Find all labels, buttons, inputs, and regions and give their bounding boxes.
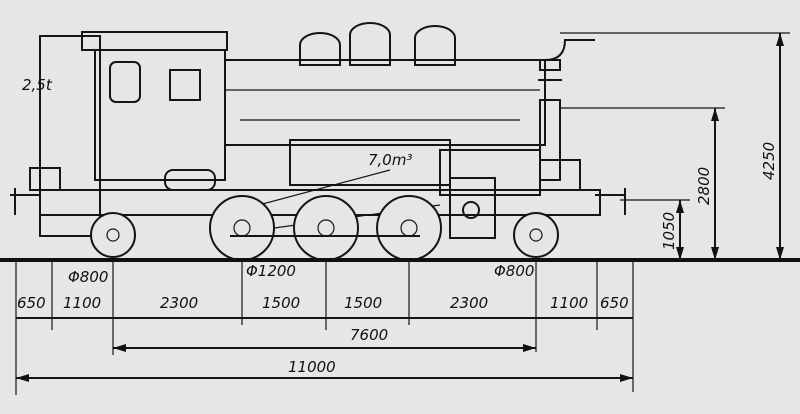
trailing-wheel xyxy=(513,212,559,258)
driving-wheel-1 xyxy=(209,195,275,261)
spacing-2: 1100 xyxy=(63,294,101,312)
spacing-1: 650 xyxy=(17,294,46,312)
driving-wheel-3 xyxy=(376,195,442,261)
spacing-8: 650 xyxy=(600,294,629,312)
buffer-height-dimension: 1050 xyxy=(660,212,678,250)
spacing-6: 2300 xyxy=(450,294,488,312)
driving-wheel-2 xyxy=(293,195,359,261)
spacing-7: 1100 xyxy=(550,294,588,312)
boiler-height-dimension: 2800 xyxy=(695,167,713,205)
leading-wheel-diameter: Φ800 xyxy=(68,268,108,286)
overall-height-dimension: 4250 xyxy=(760,142,778,180)
wheels xyxy=(90,195,559,261)
coal-capacity-label: 2,5t xyxy=(22,76,53,94)
leading-wheel xyxy=(90,212,136,258)
spacing-3: 2300 xyxy=(160,294,198,312)
wheelbase-dimension: 7600 xyxy=(350,326,388,344)
driving-wheel-diameter: Φ1200 xyxy=(246,262,296,280)
overall-length-dimension: 11000 xyxy=(288,358,336,376)
dimension-lines xyxy=(16,33,781,379)
spacing-5: 1500 xyxy=(344,294,382,312)
water-capacity-label: 7,0m³ xyxy=(368,151,412,169)
trailing-wheel-diameter: Φ800 xyxy=(494,262,534,280)
spacing-4: 1500 xyxy=(262,294,300,312)
arrowheads xyxy=(16,33,784,382)
